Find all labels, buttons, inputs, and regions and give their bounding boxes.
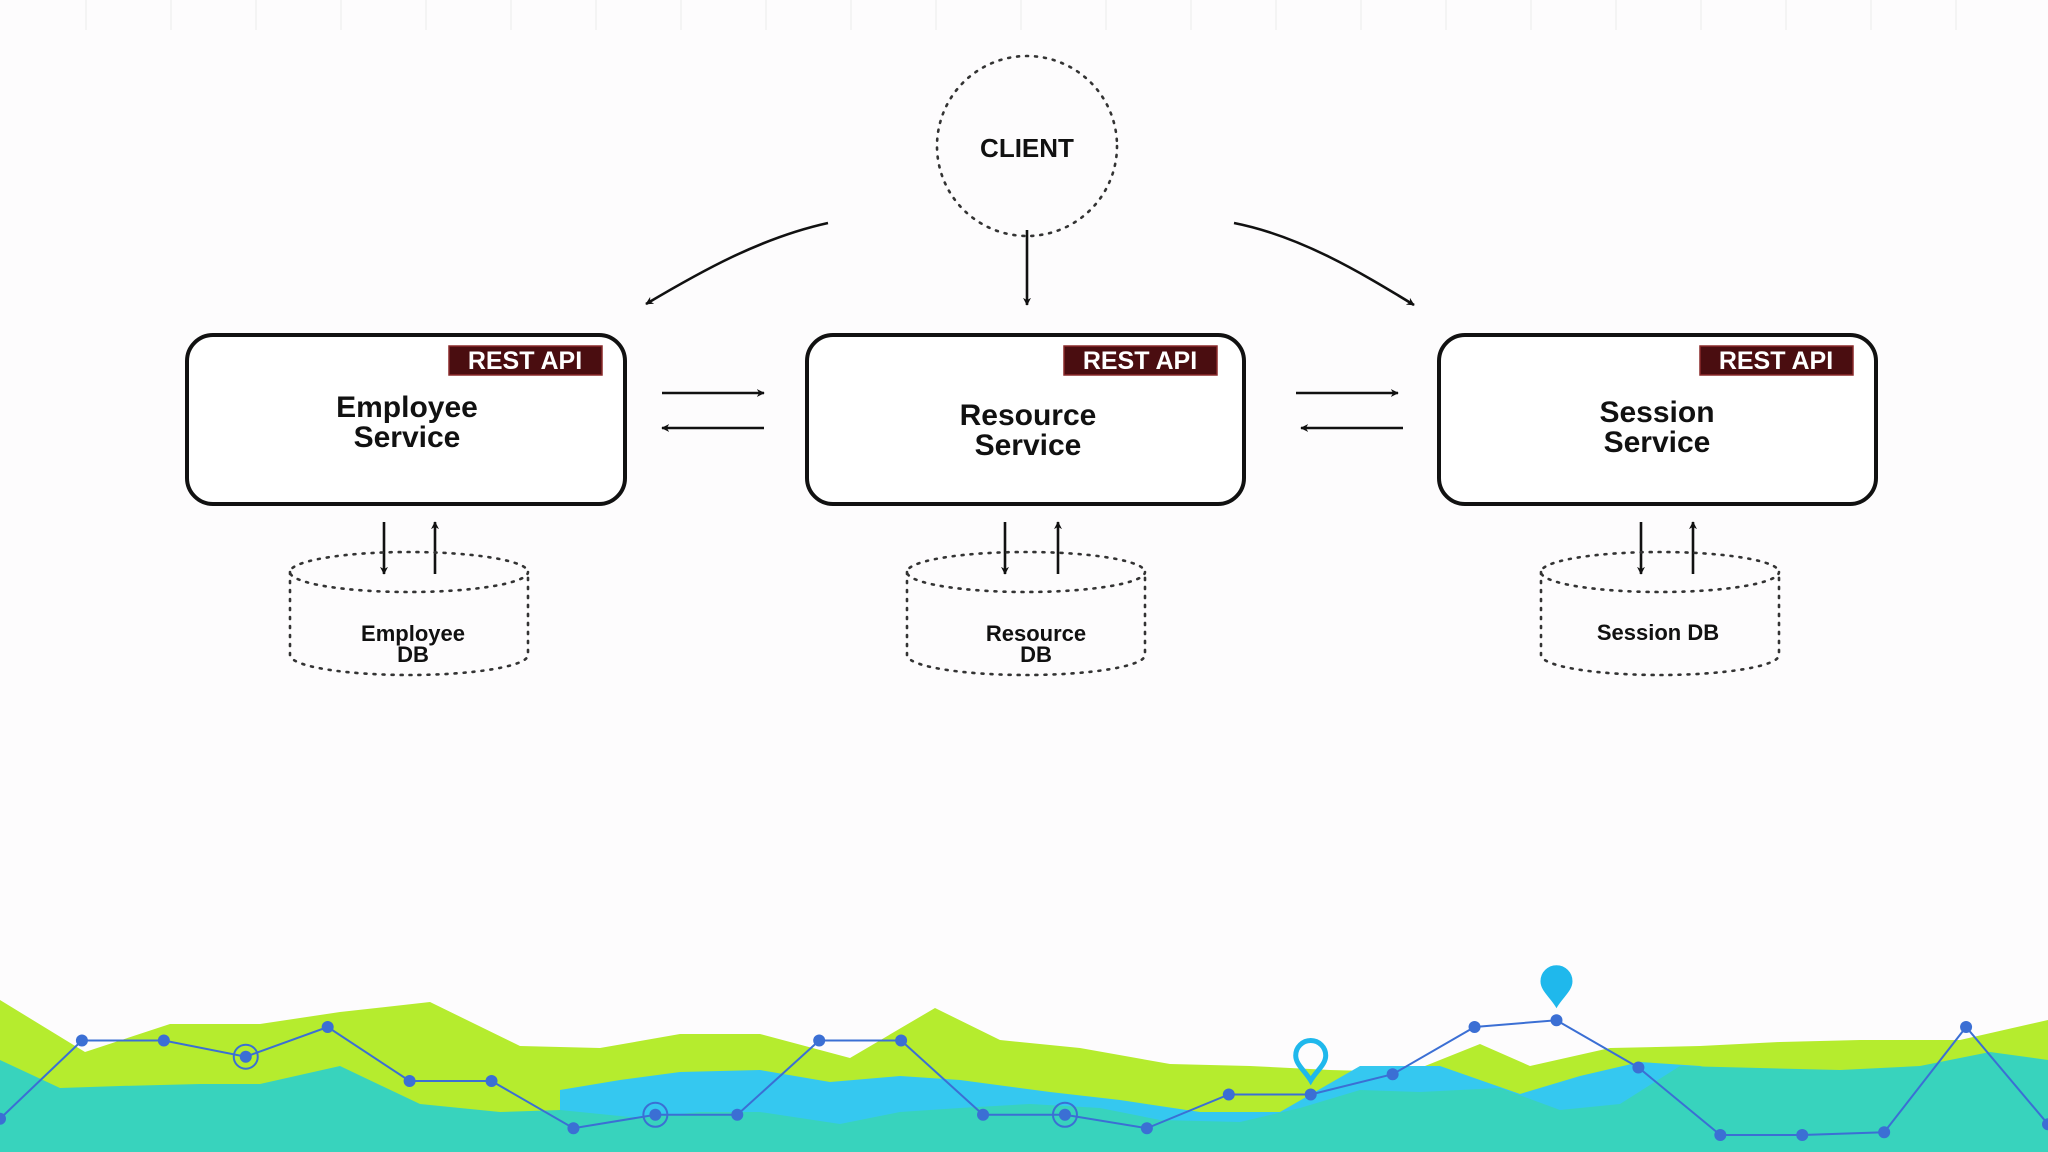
trend-marker <box>1796 1129 1809 1141</box>
trend-marker <box>1550 1014 1563 1027</box>
trend-marker <box>75 1034 88 1047</box>
arrow-client-to-session <box>1233 221 1415 307</box>
trend-marker <box>2042 1118 2048 1131</box>
client-node: CLIENT <box>935 54 1119 238</box>
trend-marker <box>1468 1021 1481 1033</box>
db-name-line2: DB <box>397 642 429 667</box>
trend-marker-ring <box>1051 1101 1078 1128</box>
trend-marker <box>649 1108 662 1121</box>
trend-marker-ring <box>642 1101 669 1128</box>
db-name-line1: Employee <box>361 621 465 646</box>
rest-api-badge-label: REST API <box>468 347 582 375</box>
session-service-box: REST API Session Service <box>1437 333 1878 506</box>
location-pin-icon <box>1540 965 1573 1009</box>
arrow-client-to-employee <box>645 221 829 306</box>
rest-api-badge-label: REST API <box>1083 347 1197 375</box>
wave-teal <box>0 1052 2048 1152</box>
employee-db: Employee DB <box>288 550 530 677</box>
trend-marker <box>1304 1088 1317 1101</box>
client-arrows <box>645 221 1415 307</box>
resource-service-box: REST API Resource Service <box>805 333 1246 506</box>
service-name-line2: Service <box>975 429 1082 462</box>
trend-marker <box>321 1021 334 1033</box>
trend-marker <box>1386 1068 1399 1081</box>
top-gridlines <box>85 0 1957 30</box>
service-name-line1: Employee <box>336 391 478 424</box>
trend-marker <box>813 1034 826 1047</box>
session-db: Session DB <box>1539 550 1781 677</box>
trend-marker <box>1222 1088 1235 1101</box>
trend-marker <box>485 1075 498 1087</box>
trend-marker <box>567 1122 580 1135</box>
db-name-line1: Session DB <box>1597 620 1719 645</box>
rest-api-badge <box>1063 345 1218 376</box>
trend-marker <box>1058 1108 1071 1121</box>
service-name-line2: Service <box>1604 426 1711 459</box>
trend-marker <box>1878 1126 1891 1139</box>
db-name-line1: Resource <box>986 621 1086 646</box>
trend-marker <box>1714 1129 1727 1141</box>
location-pin-icon <box>1293 1038 1329 1086</box>
trend-marker <box>0 1112 6 1125</box>
trend-marker <box>895 1034 908 1047</box>
trend-marker <box>239 1050 252 1063</box>
client-label: CLIENT <box>980 133 1074 163</box>
trend-marker <box>977 1108 990 1121</box>
trend-marker-ring <box>232 1043 259 1070</box>
trend-marker <box>403 1075 416 1087</box>
trend-polyline <box>0 1019 2048 1136</box>
trend-marker <box>1960 1021 1973 1033</box>
trend-marker <box>157 1034 170 1047</box>
service-name-line2: Service <box>354 421 461 454</box>
trend-marker <box>1632 1061 1645 1074</box>
service-name-line1: Session <box>1599 396 1714 429</box>
db-name-line2: DB <box>1020 642 1052 667</box>
employee-service-box: REST API Employee Service <box>185 333 627 506</box>
service-name-line1: Resource <box>960 399 1097 432</box>
trend-line <box>0 965 2048 1141</box>
rest-api-badge-label: REST API <box>1719 347 1833 375</box>
trend-marker <box>731 1108 744 1121</box>
db-arrows <box>380 521 1697 575</box>
rest-api-badge <box>1699 345 1854 376</box>
resource-db: Resource DB <box>905 550 1147 677</box>
rest-api-badge <box>448 345 603 376</box>
trend-marker <box>1140 1122 1153 1135</box>
inter-service-arrows <box>661 389 1403 432</box>
footer-decoration <box>0 965 2048 1152</box>
